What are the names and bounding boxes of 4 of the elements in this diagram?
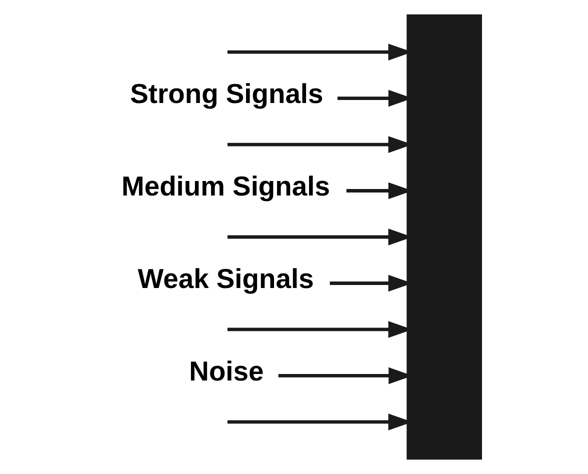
node-text: Strong Signals <box>130 78 323 110</box>
node-text: Weak Signals <box>137 263 314 294</box>
node-text: Noise <box>188 356 264 386</box>
node-text: Medium Signals <box>121 170 330 202</box>
